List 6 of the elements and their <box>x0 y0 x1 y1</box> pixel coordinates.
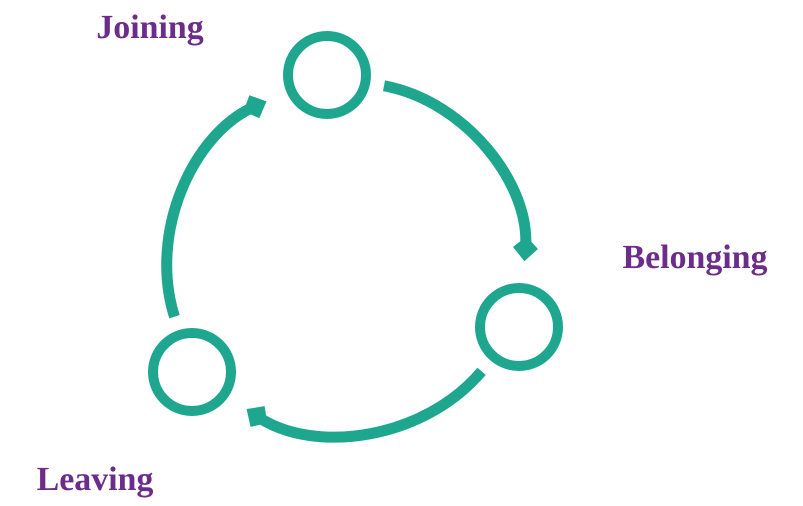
arrow <box>382 80 538 262</box>
arrow <box>161 95 266 318</box>
label: Joining <box>98 14 204 46</box>
label: Belonging <box>623 244 768 276</box>
arrow <box>246 368 486 443</box>
label: Leaving <box>37 466 154 498</box>
